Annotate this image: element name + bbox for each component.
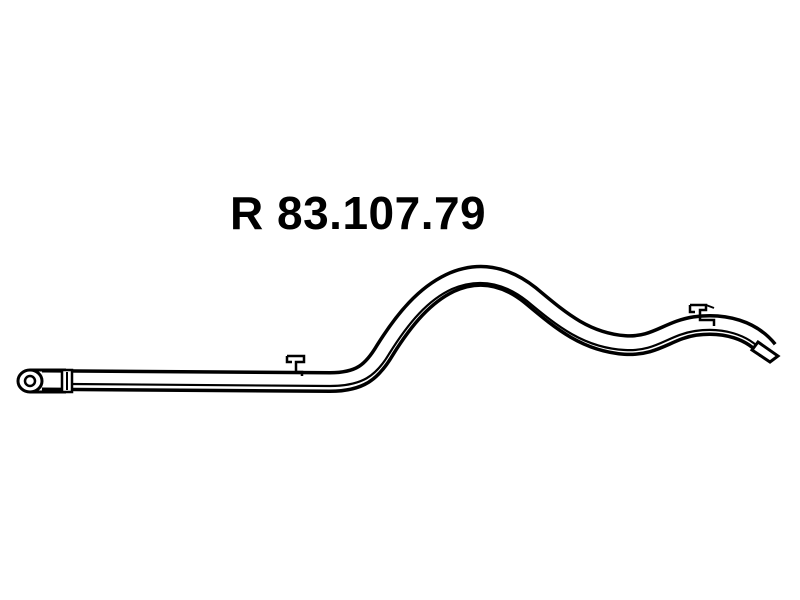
pipe-tube bbox=[41, 264, 777, 393]
pipe-shade-line bbox=[69, 281, 764, 388]
pipe-inner bbox=[41, 268, 774, 390]
inlet-flange bbox=[16, 368, 74, 394]
tailpipe-end bbox=[749, 339, 781, 364]
hanger-bracket-left bbox=[285, 354, 306, 376]
hanger-bracket-right bbox=[688, 303, 716, 326]
part-number-label: R 83.107.79 bbox=[230, 187, 487, 239]
